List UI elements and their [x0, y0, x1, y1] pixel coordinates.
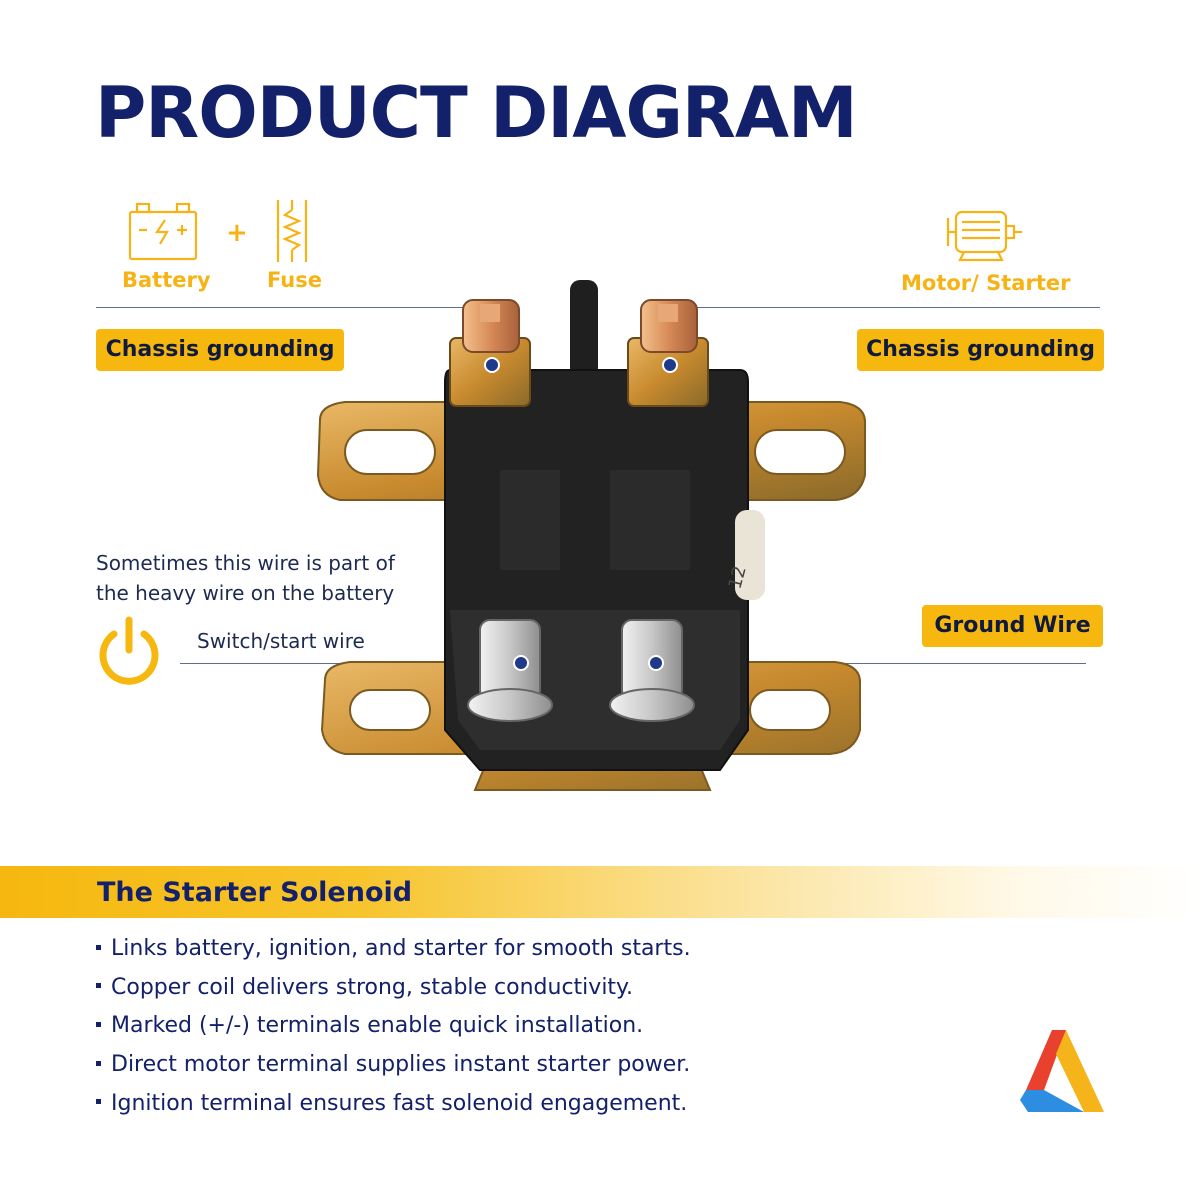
feature-item: Links battery, ignition, and starter for…	[96, 930, 691, 969]
bullet-icon	[96, 1060, 101, 1066]
wire-note-line-1: Sometimes this wire is part of	[96, 551, 395, 575]
feature-item: Copper coil delivers strong, stable cond…	[96, 969, 691, 1008]
battery-icon	[128, 202, 198, 261]
bullet-icon	[96, 1099, 101, 1105]
wire-note-line-2: the heavy wire on the battery	[96, 581, 395, 605]
marker-dot-right-top	[662, 357, 678, 373]
page-title: PRODUCT DIAGRAM	[95, 72, 858, 154]
connector-line-ground	[656, 663, 1086, 664]
ground-wire-badge: Ground Wire	[922, 605, 1103, 647]
marker-dot-left-bottom	[513, 655, 529, 671]
section-band	[0, 866, 1200, 918]
marker-dot-left-top	[484, 357, 500, 373]
feature-item: Marked (+/-) terminals enable quick inst…	[96, 1007, 691, 1046]
motor-label: Motor/ Starter	[901, 271, 1071, 295]
chassis-grounding-right-badge: Chassis grounding	[857, 329, 1104, 371]
motor-icon	[946, 210, 1022, 262]
bullet-icon	[96, 1021, 101, 1027]
feature-item: Direct motor terminal supplies instant s…	[96, 1046, 691, 1085]
switch-wire-label: Switch/start wire	[197, 629, 365, 653]
brand-logo-icon	[1020, 1030, 1104, 1112]
plus-sign: +	[226, 218, 248, 248]
section-title: The Starter Solenoid	[97, 877, 413, 908]
power-icon	[99, 616, 159, 685]
marker-dot-right-bottom	[648, 655, 664, 671]
feature-item: Ignition terminal ensures fast solenoid …	[96, 1085, 691, 1124]
chassis-grounding-left-badge: Chassis grounding	[96, 329, 344, 371]
fuse-icon	[276, 200, 308, 262]
feature-list: Links battery, ignition, and starter for…	[96, 930, 691, 1123]
solenoid-illustration: 12	[316, 280, 866, 791]
connector-line-right-top	[670, 307, 1100, 308]
battery-label: Battery	[122, 268, 211, 292]
fuse-label: Fuse	[267, 268, 322, 292]
connector-line-left-top	[96, 307, 494, 308]
bullet-icon	[96, 983, 101, 989]
bullet-icon	[96, 944, 101, 950]
